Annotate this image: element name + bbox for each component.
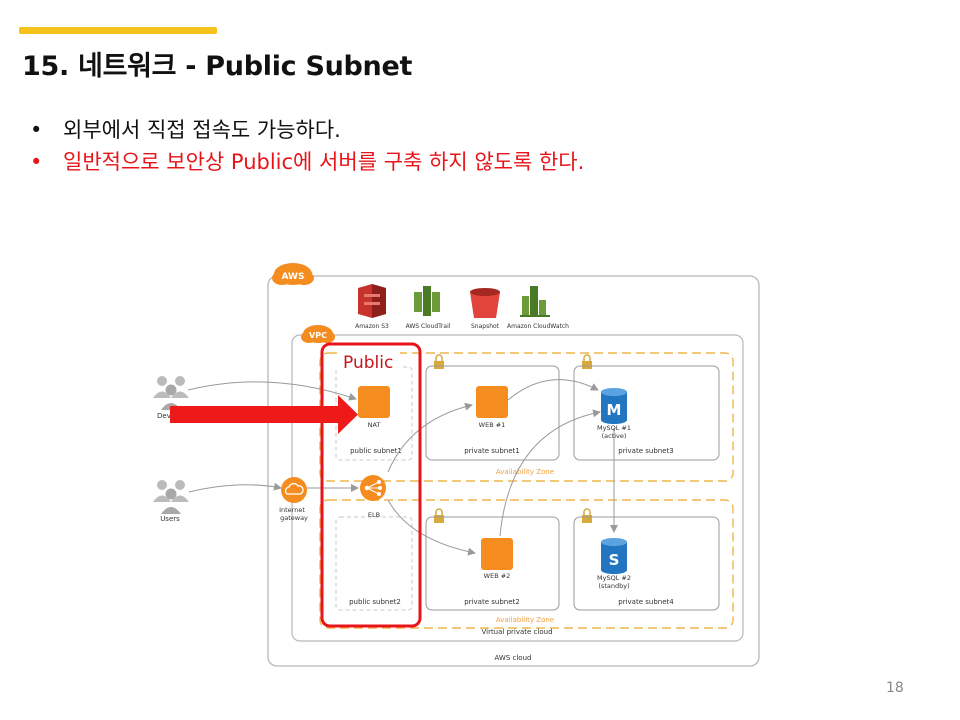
private-subnet-3 xyxy=(573,365,720,461)
amazon-s3-icon xyxy=(358,284,386,318)
public-subnet-1-label: public subnet1 xyxy=(350,447,402,455)
bullet-text: 외부에서 직접 접속도 가능하다. xyxy=(63,118,341,142)
snapshot-icon xyxy=(470,288,500,318)
developers-group-icon xyxy=(153,376,189,410)
amazon-cloudwatch-label: Amazon CloudWatch xyxy=(507,323,569,330)
mysql-m-glyph: M xyxy=(607,401,622,419)
availability-zone-2 xyxy=(319,499,734,629)
gateway-label-line1: Internet xyxy=(279,506,305,514)
aws-cloud-frame xyxy=(267,275,760,667)
aws-cloudtrail-icon xyxy=(414,286,440,316)
title-accent-bar xyxy=(19,27,217,34)
availability-zone-label: Availability Zone xyxy=(496,616,554,624)
web-server-1-label: WEB #1 xyxy=(479,421,506,429)
bullet-list: • 외부에서 직접 접속도 가능하다. • 일반적으로 보안상 Public에 서버… xyxy=(30,114,584,178)
vpc-badge-icon: VPC xyxy=(301,325,335,343)
aws-badge-icon: AWS xyxy=(272,263,314,285)
public-highlight-label: Public xyxy=(343,353,393,373)
lock-icon xyxy=(434,508,444,523)
mysql-s-glyph: S xyxy=(609,551,620,569)
nat-instance-icon xyxy=(358,386,390,418)
bullet-dot: • xyxy=(30,118,43,142)
mysql-1-role: (active) xyxy=(602,432,627,440)
connection-lines xyxy=(187,379,618,556)
mysql-2-role: (standby) xyxy=(598,582,629,590)
users-label: Users xyxy=(160,515,180,523)
private-subnet-1-label: private subnet1 xyxy=(464,447,519,455)
public-highlight-box xyxy=(320,342,422,628)
elb-icon xyxy=(360,475,386,501)
availability-zone-label: Availability Zone xyxy=(496,468,554,476)
private-subnet-4 xyxy=(573,516,720,611)
snapshot-label: Snapshot xyxy=(471,323,500,330)
mysql-active-database-icon: M xyxy=(601,388,627,424)
aws-cloudtrail-label: AWS CloudTrail xyxy=(406,323,451,330)
lock-icon xyxy=(434,354,444,369)
public-subnet-2-label: public subnet2 xyxy=(349,598,401,606)
internet-gateway-icon xyxy=(281,477,307,503)
users-group-icon xyxy=(153,480,189,514)
mysql-1-label: MySQL #1 xyxy=(597,424,631,432)
slide-title: 15. 네트워크 - Public Subnet xyxy=(22,51,413,82)
nat-label: NAT xyxy=(368,421,381,429)
mysql-2-label: MySQL #2 xyxy=(597,574,631,582)
vpc-frame xyxy=(291,334,744,642)
red-arrow-icon xyxy=(170,395,358,434)
public-subnet-2 xyxy=(335,516,413,611)
bullet-dot: • xyxy=(30,150,43,174)
private-subnet-1 xyxy=(425,365,560,461)
mysql-standby-database-icon: S xyxy=(601,538,627,574)
lock-icon xyxy=(582,354,592,369)
elb-label: ELB xyxy=(368,511,380,519)
lock-icon xyxy=(582,508,592,523)
aws-badge-label: AWS xyxy=(282,272,305,282)
private-subnet-2-label: private subnet2 xyxy=(464,598,519,606)
amazon-cloudwatch-icon xyxy=(520,286,550,317)
private-subnet-3-label: private subnet3 xyxy=(618,447,673,455)
bullet-item: • 외부에서 직접 접속도 가능하다. xyxy=(30,114,584,146)
web-server-2-icon xyxy=(481,538,513,570)
private-subnet-4-label: private subnet4 xyxy=(618,598,674,606)
bullet-item-highlight: • 일반적으로 보안상 Public에 서버를 구축 하지 않도록 한다. xyxy=(30,146,584,178)
private-subnet-2 xyxy=(425,516,560,611)
vpc-caption: Virtual private cloud xyxy=(481,628,552,636)
aws-cloud-caption: AWS cloud xyxy=(495,654,532,662)
developers-label: Dev xyxy=(157,412,171,420)
page-number: 18 xyxy=(886,680,904,696)
bullet-text: 일반적으로 보안상 Public에 서버를 구축 하지 않도록 한다. xyxy=(63,150,585,174)
amazon-s3-label: Amazon S3 xyxy=(355,323,389,330)
web-server-2-label: WEB #2 xyxy=(484,572,511,580)
vpc-badge-label: VPC xyxy=(309,331,327,340)
public-label-background xyxy=(338,349,400,373)
gateway-label-line2: gateway xyxy=(280,514,308,522)
web-server-1-icon xyxy=(476,386,508,418)
